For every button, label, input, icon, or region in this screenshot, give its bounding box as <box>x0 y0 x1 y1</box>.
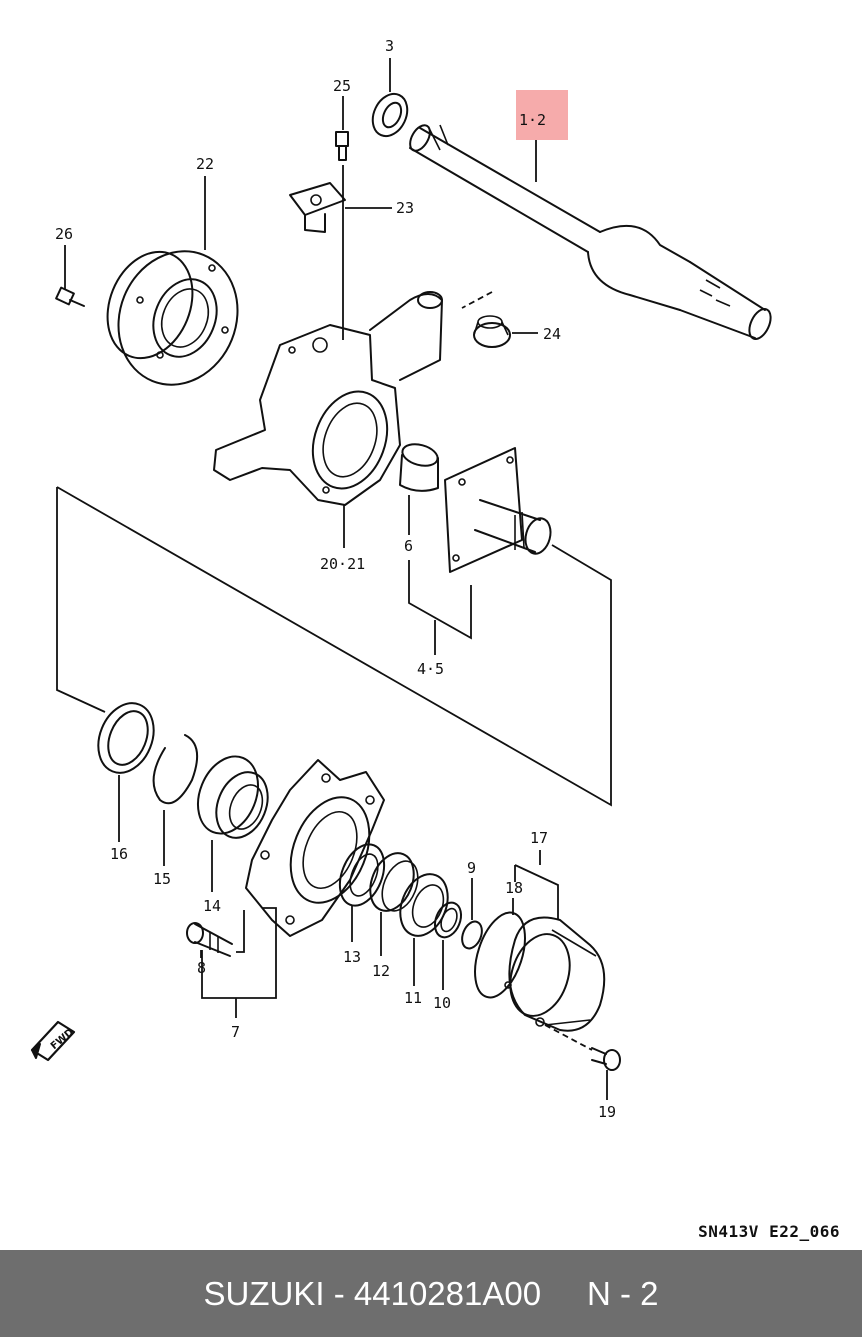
drive-shaft <box>409 124 772 340</box>
footer-part-number: 4410281A00 <box>353 1274 542 1312</box>
callout-25: 25 <box>333 77 351 95</box>
callout-10: 10 <box>433 994 451 1012</box>
footer-separator: - <box>324 1274 354 1312</box>
hub-stud-8 <box>186 922 233 957</box>
reference-code: SN413V E22_066 <box>698 1222 840 1241</box>
nut-10 <box>433 901 463 939</box>
callout-15: 15 <box>153 870 171 888</box>
callout-16: 16 <box>110 845 128 863</box>
footer-brand: SUZUKI <box>203 1274 325 1312</box>
callout-11: 11 <box>404 989 422 1007</box>
callout-24: 24 <box>543 325 561 343</box>
spindle-4-5 <box>444 447 552 573</box>
callout-7: 7 <box>231 1023 240 1041</box>
steering-knuckle-20-21 <box>213 291 443 506</box>
callout-6: 6 <box>404 537 413 555</box>
bushing-6 <box>399 443 439 492</box>
callout-20-21: 20·21 <box>320 555 365 573</box>
bearing-case-22 <box>106 250 239 386</box>
spacer-13 <box>338 843 386 907</box>
wheel-bearing-14 <box>197 755 269 839</box>
callout-8: 8 <box>197 959 206 977</box>
parts-diagram: FWD 1·2 3 25 23 22 26 24 20·21 6 4·5 16 … <box>30 37 772 1121</box>
callout-23: 23 <box>396 199 414 217</box>
snap-ring-9 <box>461 920 483 950</box>
bushing-24 <box>473 315 511 348</box>
callout-19: 19 <box>598 1103 616 1121</box>
callout-18: 18 <box>505 879 523 897</box>
hub-cap-17 <box>504 916 606 1032</box>
callout-4-5: 4·5 <box>417 660 444 678</box>
callout-9: 9 <box>467 859 476 877</box>
bearing-12 <box>369 852 419 912</box>
wheel-hub-7 <box>245 759 385 937</box>
footer-bar: SUZUKI - 4410281A00 N - 2 <box>0 1250 862 1337</box>
oil-seal-3 <box>371 92 409 138</box>
callout-13: 13 <box>343 948 361 966</box>
callout-17: 17 <box>530 829 548 847</box>
bolt-25 <box>335 131 349 161</box>
oil-seal-16 <box>97 702 155 774</box>
circlip-15 <box>152 734 199 805</box>
callout-26: 26 <box>55 225 73 243</box>
footer-note: N - 2 <box>586 1274 659 1312</box>
bolt-26 <box>55 286 85 307</box>
footer-gap <box>541 1275 587 1312</box>
callout-3: 3 <box>385 37 394 55</box>
bolt-19 <box>544 1024 621 1071</box>
callout-12: 12 <box>372 962 390 980</box>
spindle-flange-23 <box>289 182 346 233</box>
footer-text: SUZUKI - 4410281A00 N - 2 <box>204 1275 659 1313</box>
callout-22: 22 <box>196 155 214 173</box>
highlight-part-1-2 <box>516 90 568 140</box>
callout-14: 14 <box>203 897 221 915</box>
callout-1-2: 1·2 <box>519 111 546 129</box>
fwd-arrow-icon: FWD <box>30 1020 76 1062</box>
